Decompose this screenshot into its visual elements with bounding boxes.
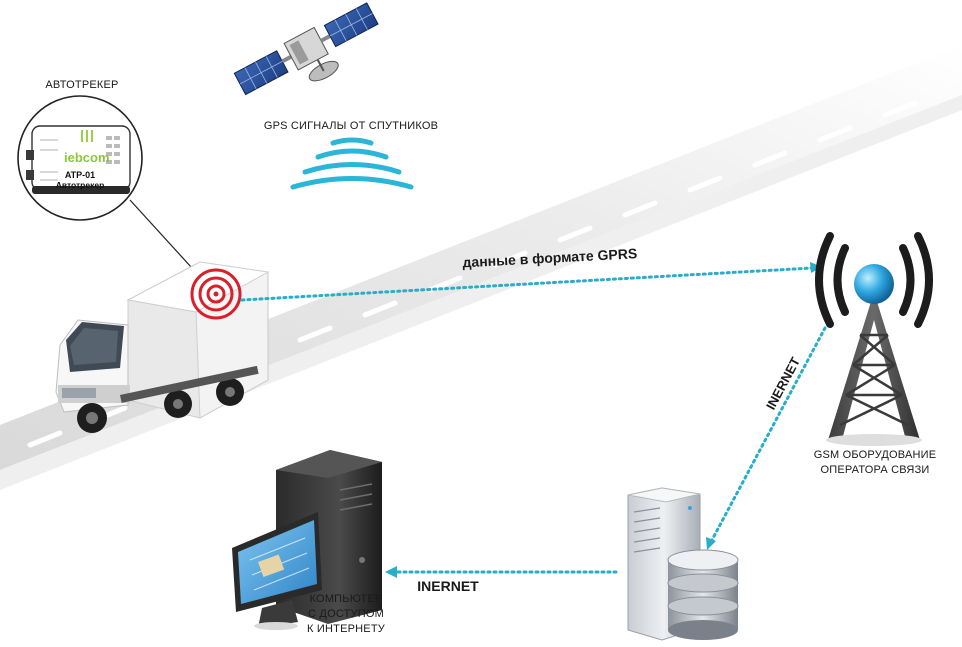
gps-signals-label: GPS СИГНАЛЫ ОТ СПУТНИКОВ	[263, 120, 439, 132]
gsm-equipment-line1: GSM ОБОРУДОВАНИЕ	[813, 449, 937, 461]
solar-panel-left	[233, 50, 289, 96]
tracker-title-label: АВТОТРЕКЕР	[45, 79, 119, 91]
gsm-equipment-line2: ОПЕРАТОРА СВЯЗИ	[820, 464, 930, 476]
truck-icon	[55, 261, 270, 433]
server-database-icon	[627, 487, 739, 641]
computer-label-line2: С ДОСТУПОМ	[308, 608, 384, 620]
solar-panel-right	[323, 2, 379, 48]
tracker-device-name-label: Автотрекер	[56, 180, 105, 190]
road-dashes	[27, 100, 918, 448]
gsm-tower-icon	[815, 232, 933, 446]
computer-label: КОМПЬЮТЕР С ДОСТУПОМ К ИНТЕРНЕТУ	[296, 592, 396, 637]
internet-link-horizontal	[385, 566, 618, 578]
internet-horizontal-label: INERNET	[417, 578, 479, 594]
gps-signal-icon	[290, 137, 414, 190]
computer-label-line1: КОМПЬЮТЕР	[309, 593, 383, 605]
computer-icon	[232, 450, 382, 630]
tracker-device-icon: iebcom ATP-01 Автотрекер	[17, 95, 143, 221]
satellite-icon	[233, 2, 379, 96]
gsm-equipment-label: GSM ОБОРУДОВАНИЕ ОПЕРАТОРА СВЯЗИ	[800, 448, 950, 478]
computer-label-line3: К ИНТЕРНЕТУ	[307, 623, 385, 635]
tracker-location-target-icon	[190, 268, 242, 320]
tracker-model-label: ATP-01	[65, 170, 95, 180]
internet-link-vertical	[706, 326, 827, 550]
tracker-brand-logo: iebcom	[64, 150, 110, 165]
